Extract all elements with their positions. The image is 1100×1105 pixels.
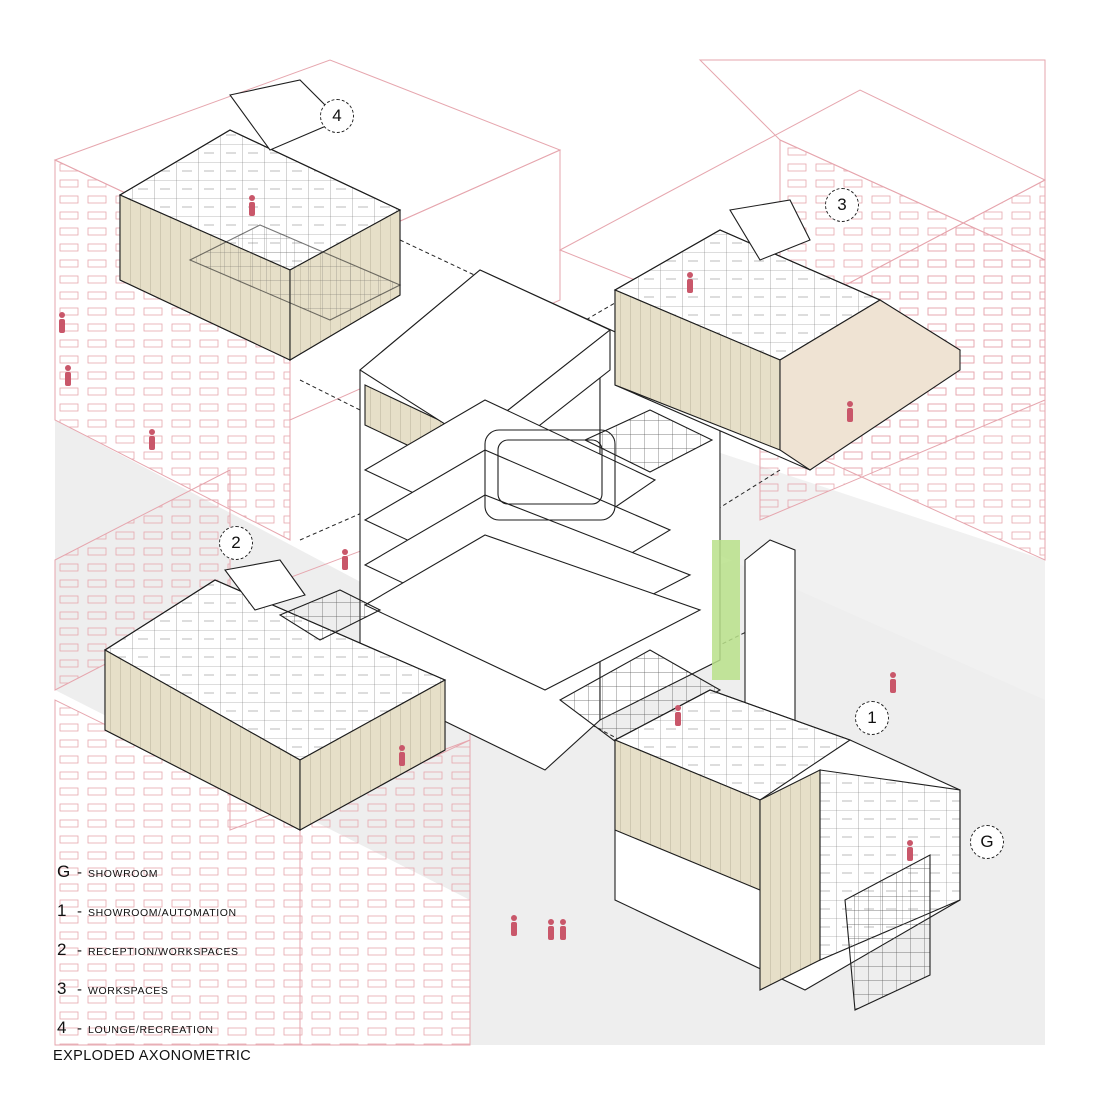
legend-separator: - [77, 981, 82, 998]
level-4-floor-plan [118, 79, 402, 361]
legend-label: Showroom [88, 868, 159, 880]
floor-legend: G - Showroom 1 - Showroom/Automation 2 -… [57, 862, 239, 1057]
legend-separator: - [77, 903, 82, 920]
legend-item: 3 - Workspaces [57, 979, 239, 1018]
legend-key: 2 [57, 940, 67, 959]
legend-label: Reception/Workspaces [88, 946, 239, 958]
drawing-title: EXPLODED AXONOMETRIC [53, 1048, 252, 1064]
legend-key: 1 [57, 901, 67, 920]
legend-separator: - [77, 942, 82, 959]
legend-label: Showroom/Automation [88, 907, 237, 919]
level-3-floor-plan [613, 199, 961, 471]
legend-key: 4 [57, 1018, 67, 1037]
legend-key: G [57, 862, 71, 881]
legend-separator: - [77, 1020, 82, 1037]
level-1-and-ground-floor-plan [613, 689, 961, 1011]
level-marker-2: 2 [219, 526, 253, 560]
legend-item: G - Showroom [57, 862, 239, 901]
level-marker-1: 1 [855, 701, 889, 735]
central-building-core [359, 269, 796, 781]
level-marker-g: G [970, 825, 1004, 859]
legend-label: Workspaces [88, 985, 169, 997]
legend-item: 2 - Reception/Workspaces [57, 940, 239, 979]
legend-label: Lounge/Recreation [88, 1024, 214, 1036]
legend-separator: - [77, 864, 82, 881]
legend-item: 1 - Showroom/Automation [57, 901, 239, 940]
legend-key: 3 [57, 979, 67, 998]
level-2-floor-plan [103, 559, 447, 831]
level-marker-4: 4 [320, 99, 354, 133]
people-figures [59, 195, 913, 940]
level-marker-3: 3 [825, 188, 859, 222]
legend-item: 4 - Lounge/Recreation [57, 1018, 239, 1057]
